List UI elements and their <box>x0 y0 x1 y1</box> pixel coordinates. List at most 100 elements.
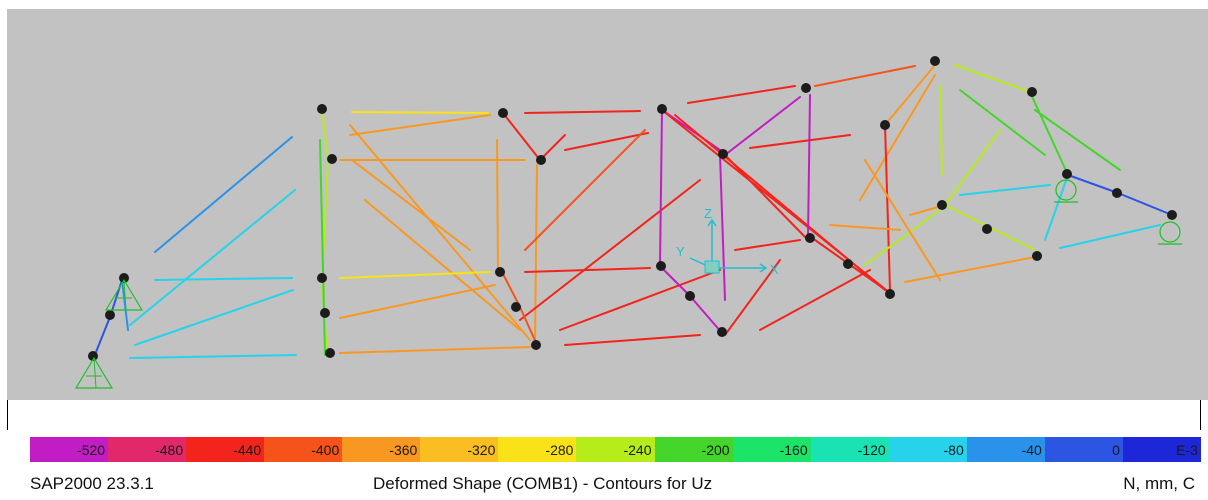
frame-member <box>534 164 538 341</box>
view-title: Deformed Shape (COMB1) - Contours for Uz <box>373 474 713 493</box>
joint-node <box>119 273 129 283</box>
legend-label: -320 <box>467 441 496 458</box>
joint-node <box>1032 251 1042 261</box>
frame-member <box>154 277 293 281</box>
joint-node <box>801 83 811 93</box>
frame-member <box>319 139 326 356</box>
legend-segment: -40 <box>966 437 1045 462</box>
joint-node <box>718 149 728 159</box>
legend-label: -400 <box>311 441 340 458</box>
frame-member <box>559 269 721 331</box>
joint-node <box>805 233 815 243</box>
frame-member <box>689 295 723 334</box>
legend-label: -360 <box>389 441 418 458</box>
joint-node <box>685 291 695 301</box>
joint-node <box>930 56 940 66</box>
legend-label: -200 <box>701 441 730 458</box>
legend-segment: -160 <box>732 437 811 462</box>
frame-member <box>321 109 329 161</box>
frame-member <box>661 267 691 297</box>
frame-member <box>1067 174 1119 194</box>
frame-member <box>719 154 726 301</box>
frame-member <box>884 124 891 291</box>
frame-member <box>859 74 936 201</box>
axis-label-y: Y <box>676 244 685 259</box>
frame-member <box>539 134 566 161</box>
frame-member <box>724 259 781 336</box>
frame-member <box>687 85 796 104</box>
legend-label: -280 <box>545 441 574 458</box>
joint-node <box>105 310 115 320</box>
frame-member <box>339 346 531 354</box>
legend-label: -80 <box>943 441 964 458</box>
frame-member <box>884 64 936 126</box>
frame-member <box>1034 109 1121 171</box>
legend-label: -480 <box>155 441 184 458</box>
frame-member <box>904 256 1036 283</box>
joint-node <box>536 155 546 165</box>
joint-node <box>498 108 508 118</box>
joint-node <box>325 348 335 358</box>
frame-member <box>524 267 651 273</box>
joint-node <box>1167 210 1177 220</box>
joint-node <box>1112 188 1122 198</box>
joint-node <box>531 340 541 350</box>
joint-node <box>657 104 667 114</box>
frame-member <box>734 239 801 251</box>
frame-member <box>1029 91 1069 176</box>
frame-member <box>129 189 296 326</box>
joint-node <box>511 302 521 312</box>
frame-member <box>659 109 663 266</box>
axis-origin-icon <box>704 260 720 274</box>
joint-node <box>937 200 947 210</box>
legend-label: -120 <box>857 441 886 458</box>
units-indicator[interactable]: N, mm, C <box>1123 474 1195 493</box>
truss-model: ZYX <box>74 56 1182 389</box>
legend-segment: -400 <box>264 437 343 462</box>
legend-segment: 0 <box>1044 437 1123 462</box>
axis-label-x: X <box>770 262 779 277</box>
legend-label: -160 <box>779 441 808 458</box>
frame-member <box>944 129 1001 206</box>
legend-segment: -120 <box>810 437 889 462</box>
joint-node <box>885 289 895 299</box>
legend-label: -40 <box>1021 441 1042 458</box>
frame-member <box>519 306 538 346</box>
frame-member <box>864 159 941 281</box>
joint-node <box>495 267 505 277</box>
contour-legend: -520-480-440-400-360-320-280-240-200-160… <box>30 437 1201 462</box>
frame-member <box>519 179 701 321</box>
support-icon <box>74 356 114 389</box>
frame-member <box>501 271 521 308</box>
x-axis-arrow-icon <box>759 263 768 273</box>
frame-member <box>564 132 649 151</box>
frame-member <box>749 134 851 149</box>
frame-member <box>349 124 531 341</box>
frame-member <box>134 289 294 346</box>
frame-member <box>864 209 941 266</box>
legend-label: -240 <box>623 441 652 458</box>
frame-member <box>154 136 293 253</box>
joint-node <box>880 120 890 130</box>
frame-member <box>564 334 701 346</box>
joint-node <box>1027 87 1037 97</box>
joint-node <box>327 154 337 164</box>
legend-segment: -520 <box>30 437 109 462</box>
frame-member <box>93 316 111 358</box>
joint-node <box>843 259 853 269</box>
frame-member <box>1117 192 1173 216</box>
joint-node <box>317 104 327 114</box>
frame-member <box>349 114 491 136</box>
frame-member <box>959 184 1051 196</box>
support-icon <box>116 279 132 311</box>
legend-segment: -480 <box>108 437 187 462</box>
legend-label: 0 <box>1112 441 1120 458</box>
frame-member <box>959 89 1046 156</box>
frame-member <box>829 224 901 231</box>
frame-border-left <box>7 400 8 430</box>
legend-segment: -320 <box>420 437 499 462</box>
legend-segment: -280 <box>498 437 577 462</box>
legend-label: E-3 <box>1176 441 1198 458</box>
joint-node <box>656 261 666 271</box>
